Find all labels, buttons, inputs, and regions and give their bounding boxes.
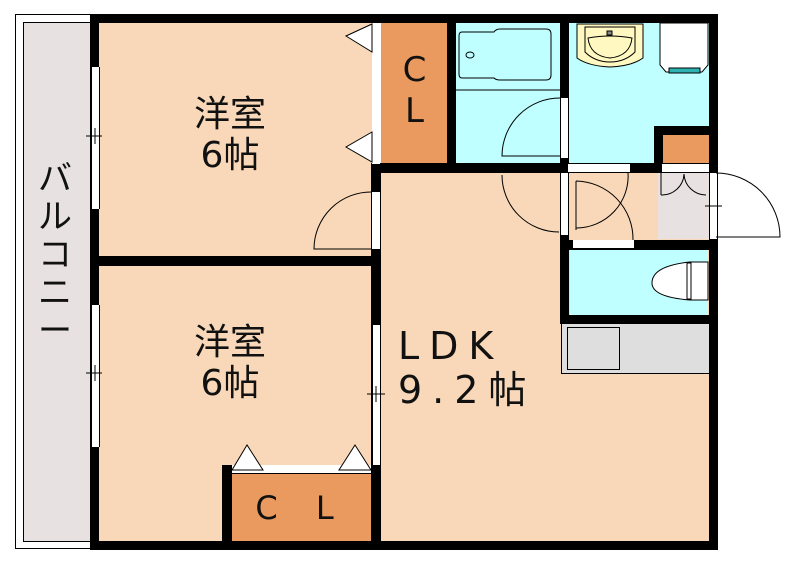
- ldk-size: 9.2帖: [398, 367, 537, 412]
- balcony: [23, 22, 93, 542]
- bath-door: [561, 98, 568, 158]
- room-2-name: 洋室: [193, 322, 266, 363]
- room-1-door-swing: [313, 191, 373, 250]
- washbasin: [576, 23, 644, 68]
- wall-hall-toilet: [560, 240, 718, 250]
- bath-door-swing: [501, 97, 561, 157]
- closet-2-door-marker-left: [231, 444, 264, 471]
- wall-upper-horizontal: [371, 163, 718, 173]
- washroom-door: [568, 164, 630, 172]
- wall-shoe-closet-top: [654, 126, 714, 135]
- closet-1-label-l: L: [405, 90, 424, 131]
- closet-1-door: [372, 23, 380, 164]
- bathtub-drain: [465, 51, 475, 59]
- closet-1-door-marker-top: [344, 23, 373, 53]
- wall-toilet-kitchen: [560, 315, 718, 324]
- room-1-door: [372, 192, 380, 249]
- wall-rooms-divider: [90, 256, 380, 266]
- room-1-name: 洋室: [193, 94, 266, 135]
- wall-left: [90, 14, 99, 550]
- entrance: [658, 172, 710, 239]
- hallway: [568, 172, 658, 242]
- wall-closet2-left: [222, 465, 232, 550]
- balcony-label: バルコニー: [38, 159, 72, 352]
- closet-1-door-marker-bottom: [344, 131, 373, 163]
- ldk-hall-door: [561, 173, 568, 235]
- closet-1-label: C L: [381, 50, 448, 132]
- room-2-size: 6帖: [200, 363, 260, 405]
- wall-cl-bath: [447, 14, 456, 170]
- wall-right: [709, 14, 718, 550]
- toilet-door-swing: [575, 180, 634, 241]
- wall-bath-wash: [560, 14, 569, 324]
- western-room-1: [98, 22, 375, 257]
- closet-2: [231, 472, 371, 542]
- closet-2-door: [232, 465, 371, 474]
- wall-shoe-closet-left: [654, 126, 663, 172]
- shoe-closet-door-swing: [660, 172, 707, 196]
- ldk-label: LDK 9.2帖: [398, 324, 578, 412]
- bathroom: [456, 22, 560, 164]
- room-2-label: 洋室 6帖: [150, 322, 310, 405]
- washroom-door-swing: [575, 171, 629, 229]
- closet-2-label: C L: [255, 489, 348, 527]
- ldk-name: LDK: [398, 324, 504, 368]
- wall-bottom: [90, 541, 718, 550]
- toilet-door: [573, 240, 634, 248]
- closet-1: [381, 22, 448, 164]
- ldk-door-swing: [501, 174, 560, 233]
- bathtub: [458, 28, 552, 81]
- front-door-swing: [715, 172, 781, 238]
- shoe-closet: [662, 135, 709, 165]
- wall-top: [90, 14, 718, 23]
- toilet: [651, 261, 709, 301]
- closet-2-door-marker-right: [338, 444, 372, 471]
- room-1-size: 6帖: [200, 135, 260, 177]
- washing-machine: [659, 22, 709, 74]
- closet-1-label-c: C: [402, 50, 427, 90]
- room-1-label: 洋室 6帖: [150, 94, 310, 177]
- kitchen-sink: [567, 327, 620, 370]
- shoe-closet-door: [662, 164, 709, 172]
